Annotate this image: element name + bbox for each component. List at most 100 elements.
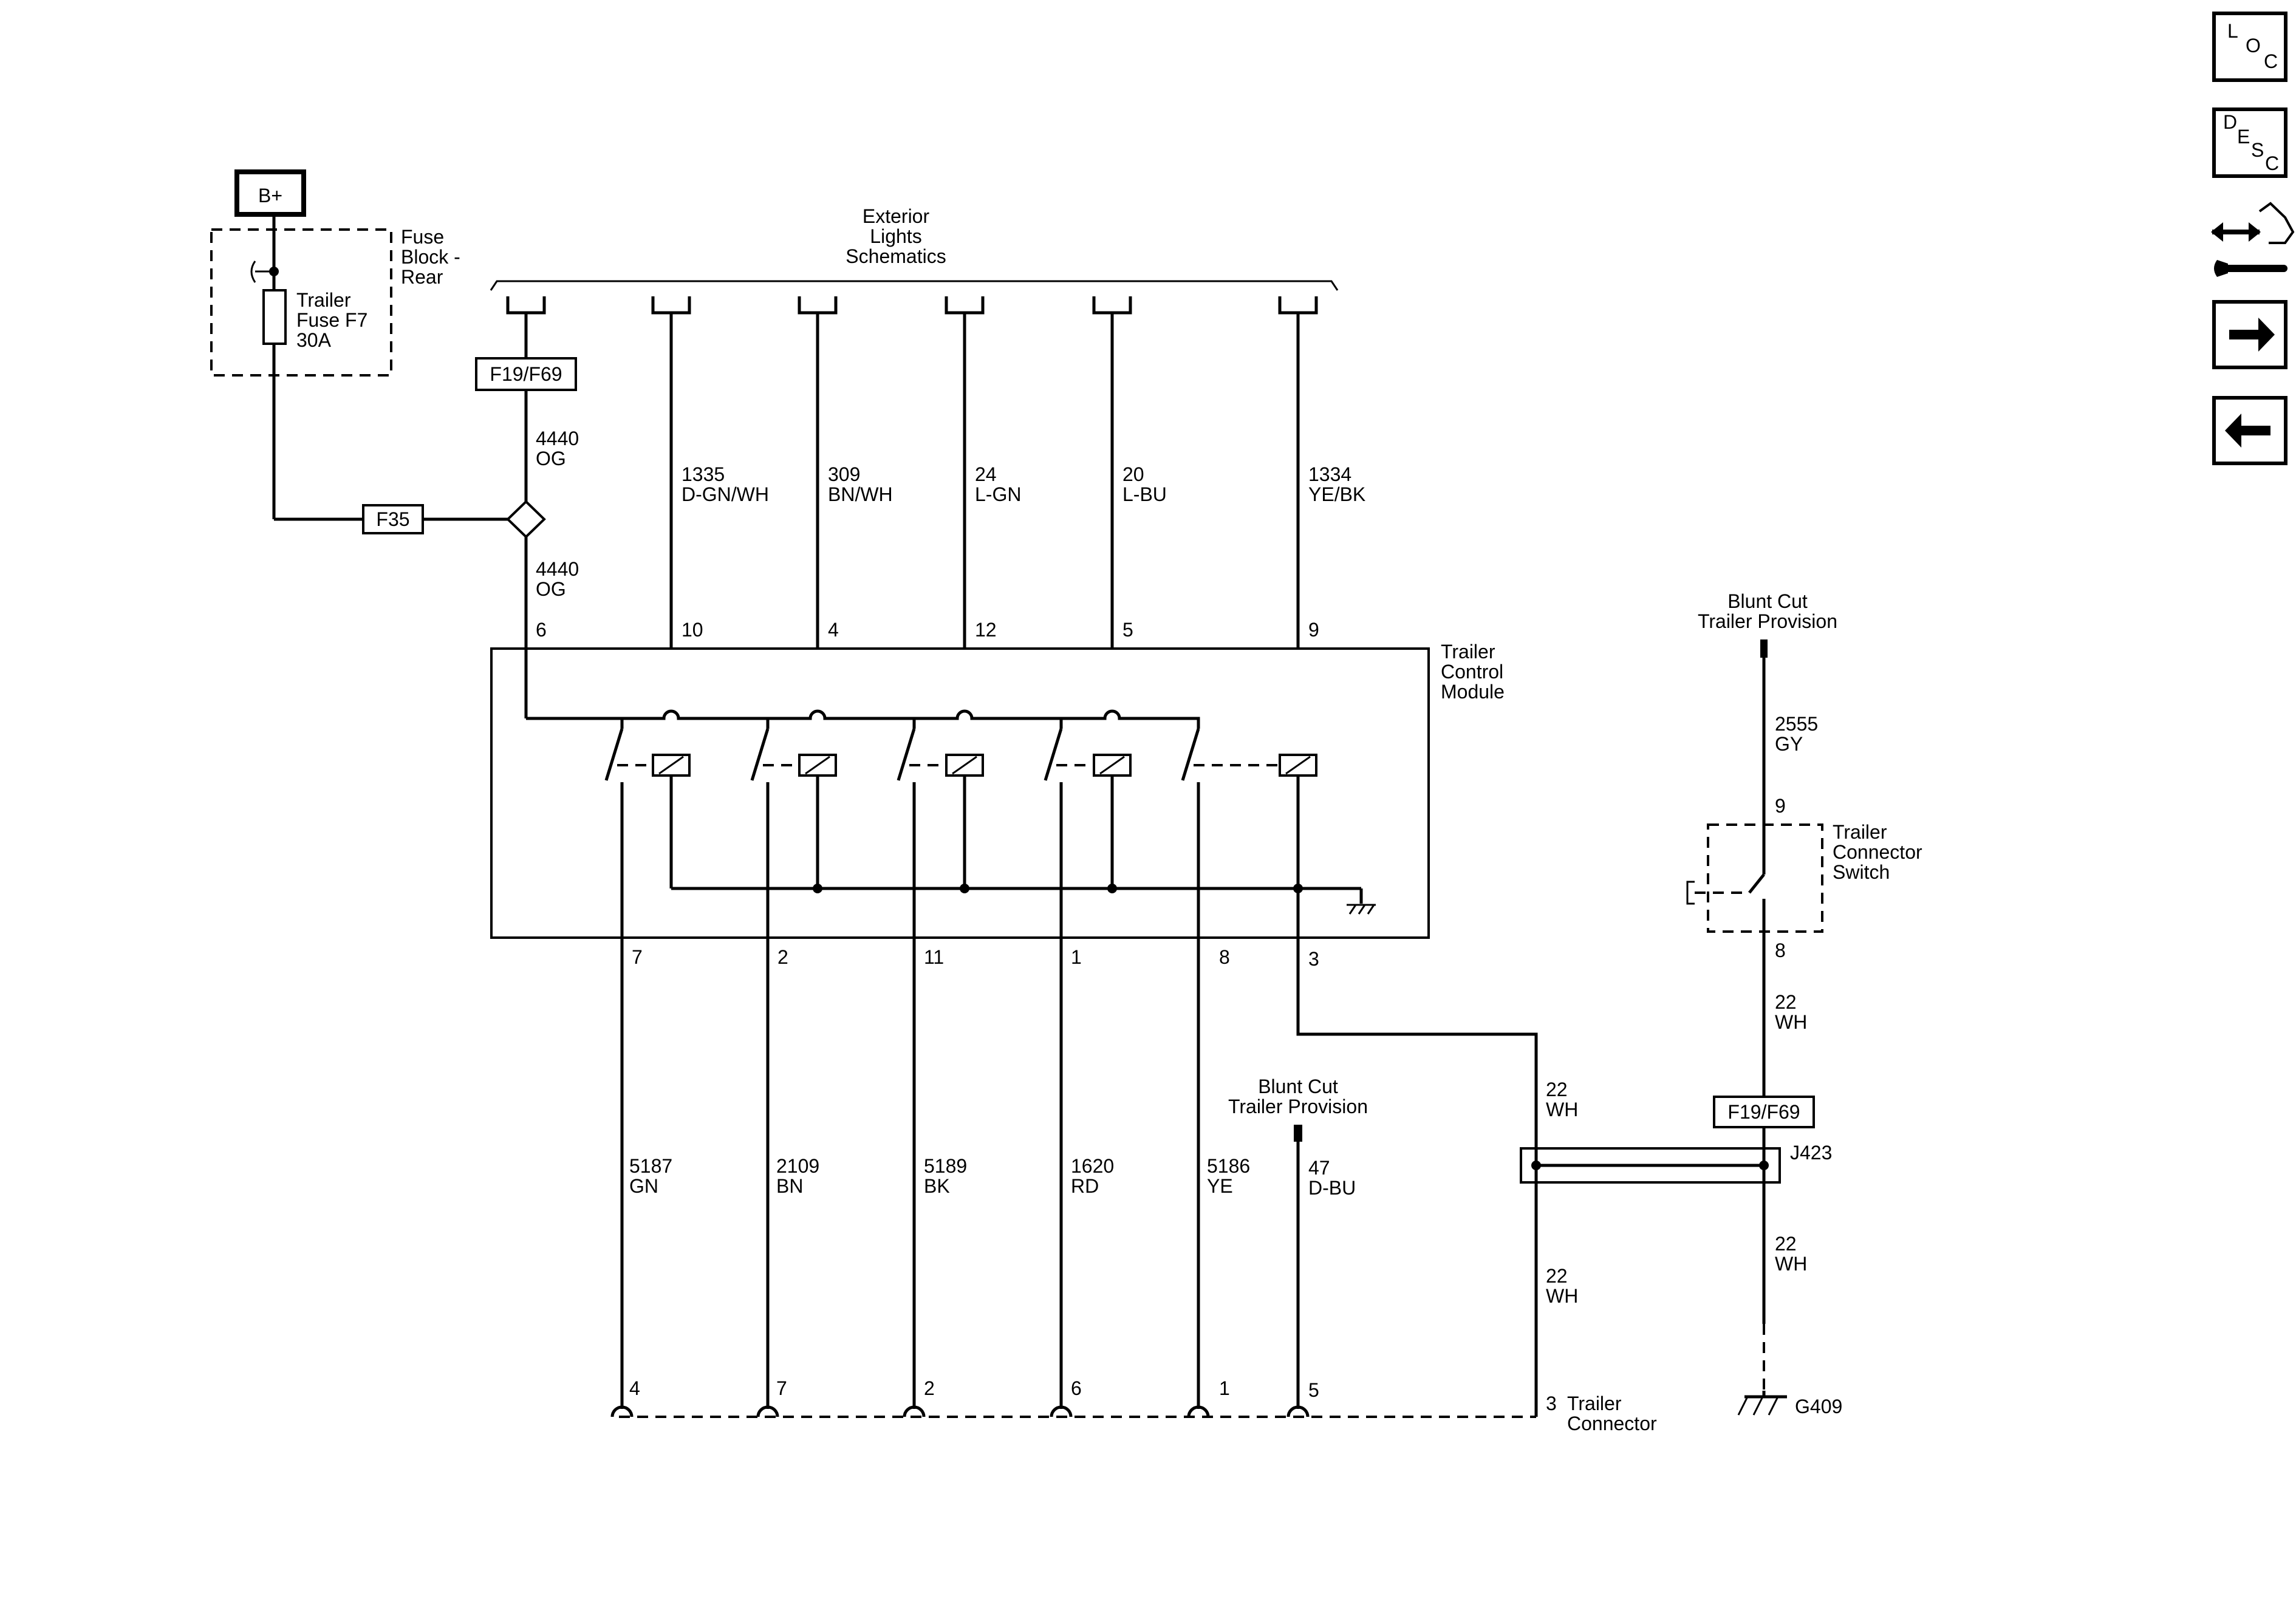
wire-1620-circuit: 1620 [1071, 1155, 1114, 1177]
ground-g409: G409 [1737, 1391, 1842, 1417]
splice-f35: F35 [362, 504, 424, 534]
module-pin-10: 10 [682, 619, 703, 641]
wire-1335-color: D-GN/WH [682, 483, 769, 505]
trailer-fuse-f7: Trailer Fuse F7 30A [262, 289, 367, 351]
connector-pin-3: 3 [1546, 1393, 1557, 1414]
exterior-lights-connectors [506, 296, 1318, 315]
svg-text:Control: Control [1441, 661, 1503, 683]
trailer-connector-switch: Trailer Connector Switch [1686, 821, 1922, 933]
fuse-block-name: Fuse [401, 226, 444, 248]
module-pin-4: 4 [828, 619, 839, 641]
blunt-cut-label-right: Blunt Cut [1727, 590, 1808, 612]
connector-repair-button[interactable] [2211, 202, 2295, 277]
module-pin-6: 6 [536, 619, 547, 641]
svg-text:Block -: Block - [401, 246, 460, 268]
description-button[interactable]: D E S C [2212, 107, 2287, 178]
wire-47-color: D-BU [1308, 1177, 1356, 1199]
battery-power-source: B+ [234, 169, 306, 217]
switch-pin-8: 8 [1775, 939, 1786, 961]
wire-5189-color: BK [924, 1175, 950, 1197]
wire-5189-circuit: 5189 [924, 1155, 967, 1177]
svg-text:Module: Module [1441, 681, 1505, 703]
desc-letter-e: E [2237, 126, 2250, 148]
svg-text:Trailer Provision: Trailer Provision [1228, 1096, 1368, 1117]
trailer-control-module [490, 647, 1430, 939]
ground-label: G409 [1795, 1396, 1842, 1417]
wire-309-color: BN/WH [828, 483, 893, 505]
wire-1334-circuit: 1334 [1308, 463, 1351, 485]
trailer-connector-label: Trailer [1567, 1393, 1622, 1414]
loc-letter-o: O [2246, 35, 2261, 56]
wire-22-lower-circuit: 22 [1546, 1265, 1568, 1287]
wire-47-circuit: 47 [1308, 1157, 1330, 1179]
wire-5187-circuit: 5187 [629, 1155, 672, 1177]
wire-20-circuit: 20 [1122, 463, 1144, 485]
wire-2109-color: BN [776, 1175, 803, 1197]
splice-diamond [506, 500, 546, 539]
wire-2555-circuit: 2555 [1775, 713, 1818, 735]
bottom-signal-wires [620, 938, 1538, 1417]
connector-pin-6: 6 [1071, 1377, 1082, 1399]
module-pin-5: 5 [1122, 619, 1133, 641]
wire-22-upper-circuit: 22 [1546, 1079, 1568, 1100]
desc-letter-d: D [2223, 111, 2237, 133]
arrow-right-icon [2229, 318, 2275, 352]
wire-309-circuit: 309 [828, 463, 860, 485]
connector-pin-5: 5 [1308, 1379, 1319, 1401]
switch-pin-9: 9 [1775, 795, 1786, 817]
wire-22-ground-circuit: 22 [1775, 1233, 1797, 1255]
blunt-cut-end-middle [1294, 1125, 1302, 1142]
previous-page-button[interactable] [2212, 396, 2287, 465]
module-pin-1: 1 [1071, 946, 1082, 968]
wire-1335-circuit: 1335 [682, 463, 725, 485]
inline-connector-f19-f69-right: F19/F69 [1713, 1096, 1815, 1128]
wire-4440-color: OG [536, 448, 566, 469]
trailer-fuse-label: Trailer [296, 289, 351, 311]
location-button[interactable]: L O C [2212, 12, 2287, 82]
loc-letter-c: C [2264, 50, 2278, 72]
svg-text:Schematics: Schematics [846, 245, 946, 267]
wire-22-switch-circuit: 22 [1775, 991, 1797, 1013]
wire-1620-color: RD [1071, 1175, 1099, 1197]
arrow-left-icon [2225, 414, 2270, 448]
desc-letter-s: S [2251, 139, 2264, 161]
wire-1334-color: YE/BK [1308, 483, 1365, 505]
trailer-connector: Trailer Connector [610, 1393, 1657, 1434]
wire-4440-lower-color: OG [536, 578, 566, 600]
wire-2109-circuit: 2109 [776, 1155, 819, 1177]
wire-4440-circuit: 4440 [536, 428, 579, 449]
wire-22-switch-color: WH [1775, 1011, 1807, 1033]
splice-j423-label: J423 [1790, 1142, 1832, 1164]
connector-pin-4: 4 [629, 1377, 640, 1399]
top-signal-wires [669, 313, 1300, 649]
svg-text:F35: F35 [376, 508, 409, 530]
svg-text:Fuse F7: Fuse F7 [296, 309, 367, 331]
fuse-block-rear: Fuse Block - Rear [210, 226, 460, 377]
svg-text:Rear: Rear [401, 266, 443, 288]
svg-text:Trailer Provision: Trailer Provision [1698, 610, 1837, 632]
wire-22-ground-color: WH [1775, 1253, 1807, 1275]
svg-text:F19/F69: F19/F69 [1727, 1101, 1800, 1123]
module-pin-2: 2 [777, 946, 788, 968]
wire-5186-circuit: 5186 [1207, 1155, 1250, 1177]
connector-pin-7: 7 [776, 1377, 787, 1399]
battery-power-label: B+ [258, 185, 282, 206]
svg-text:Switch: Switch [1833, 861, 1890, 883]
connector-repair-icon [2211, 202, 2295, 277]
module-pin-11: 11 [924, 946, 944, 968]
svg-text:Lights: Lights [870, 225, 921, 247]
svg-text:Connector: Connector [1833, 841, 1922, 863]
inline-connector-f19-f69-top: F19/F69 [475, 357, 577, 391]
module-pin-8: 8 [1219, 946, 1230, 968]
next-page-button[interactable] [2212, 300, 2287, 369]
wire-5187-color: GN [629, 1175, 658, 1197]
wire-20-color: L-BU [1122, 483, 1167, 505]
module-internal-circuit [524, 649, 1376, 938]
svg-text:30A: 30A [296, 329, 332, 351]
module-pin-7: 7 [632, 946, 643, 968]
exterior-lights-schematics-ref: Exterior Lights Schematics [490, 205, 1339, 291]
wire-24-color: L-GN [975, 483, 1021, 505]
desc-letter-c: C [2265, 152, 2279, 174]
wire-22-upper-color: WH [1546, 1099, 1578, 1120]
